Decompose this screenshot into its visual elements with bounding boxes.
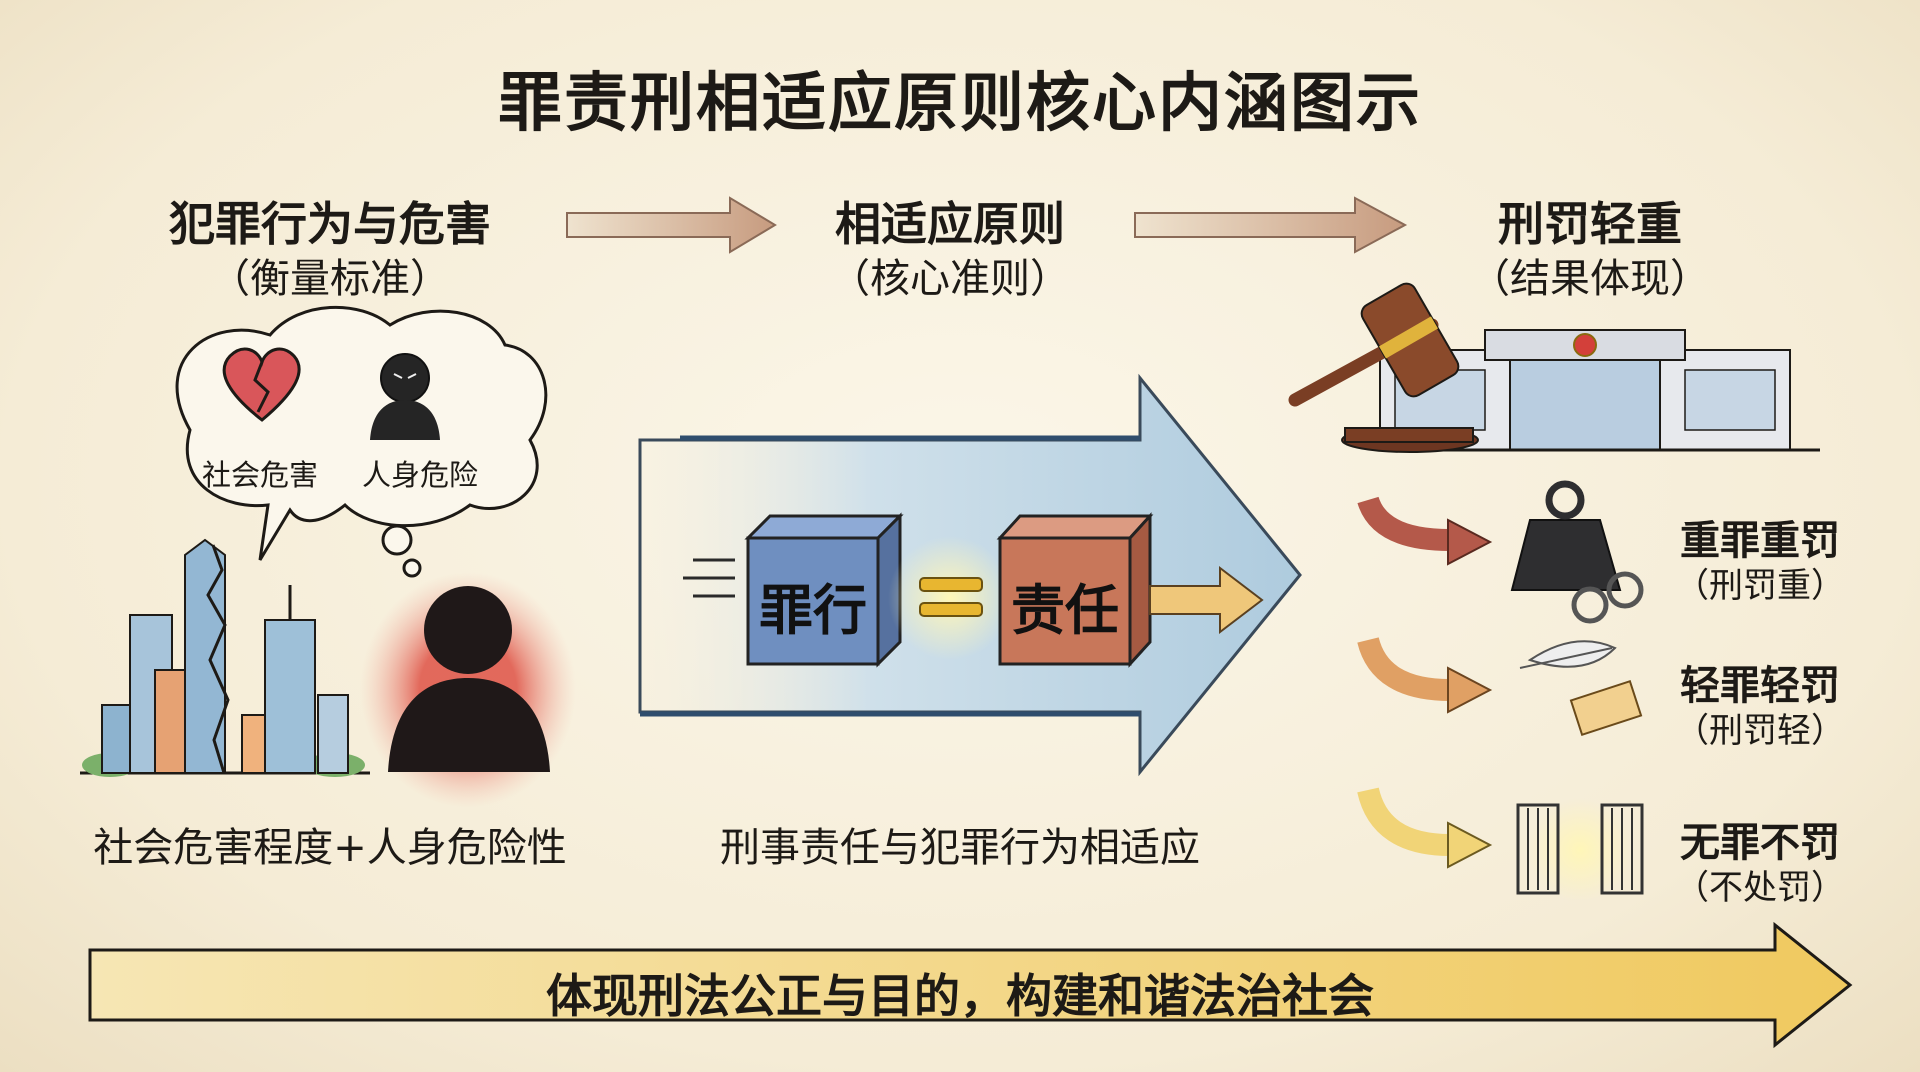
cube-responsibility xyxy=(996,512,1154,668)
column-subtitle-penalty: （结果体现） xyxy=(1470,256,1710,302)
banner-text: 体现刑法公正与目的，构建和谐法治社会 xyxy=(546,969,1374,1023)
left-caption: 社会危害程度+人身危险性 xyxy=(93,825,567,871)
broken-heart-icon xyxy=(222,347,301,422)
page-title: 罪责刑相适应原则核心内涵图示 xyxy=(498,67,1422,141)
threatening-person-icon xyxy=(360,572,576,808)
cube-label-responsibility: 责任 xyxy=(1011,579,1119,642)
banner-arrow xyxy=(88,921,1853,1049)
column-subtitle-crime: （衡量标准） xyxy=(210,256,450,302)
feather-ticket-icon xyxy=(1519,640,1643,736)
outcome-heading-none: 无罪不罚 xyxy=(1680,820,1840,866)
cube-label-crime: 罪行 xyxy=(759,579,867,642)
gavel-icon xyxy=(1288,282,1479,453)
outcome-branches xyxy=(1355,465,1493,869)
dark-figure-icon xyxy=(370,353,440,440)
thought-bubble xyxy=(175,305,548,578)
column-heading-principle: 相适应原则 xyxy=(835,197,1065,251)
column-heading-crime: 犯罪行为与危害 xyxy=(169,197,491,251)
column-subtitle-principle: （核心准则） xyxy=(830,256,1070,302)
city-skyline-icon xyxy=(80,538,370,777)
outcome-subtitle-light: （刑罚轻） xyxy=(1675,711,1845,751)
column-heading-penalty: 刑罚轻重 xyxy=(1498,197,1682,251)
responsibility-arrow xyxy=(1149,565,1264,635)
outcome-subtitle-heavy: （刑罚重） xyxy=(1675,566,1845,606)
outcome-heading-heavy: 重罪重罚 xyxy=(1680,518,1840,564)
equals-sign xyxy=(888,536,1012,660)
cube-crime xyxy=(744,512,904,668)
open-gate-icon xyxy=(1516,798,1644,902)
top-arrow-1 xyxy=(566,196,777,254)
outcome-subtitle-none: （不处罚） xyxy=(1675,868,1845,908)
bubble-label-social-harm: 社会危害 xyxy=(201,458,318,492)
outcome-heading-light: 轻罪轻罚 xyxy=(1680,663,1840,709)
top-arrow-2 xyxy=(1134,196,1408,254)
bubble-label-personal-danger: 人身危险 xyxy=(361,458,478,492)
middle-caption: 刑事责任与犯罪行为相适应 xyxy=(720,825,1200,871)
weight-handcuffs-icon xyxy=(1510,480,1644,624)
